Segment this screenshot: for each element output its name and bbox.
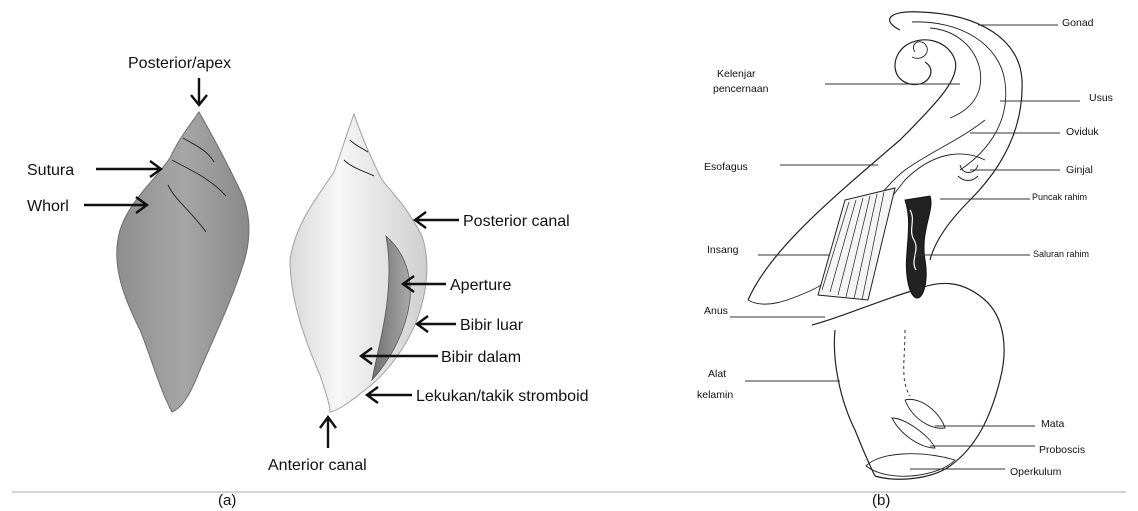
label-posterior-canal: Posterior canal — [463, 213, 570, 230]
label-mata: Mata — [1041, 418, 1065, 430]
label-sutura: Sutura — [27, 162, 74, 179]
label-bibir-dalam: Bibir dalam — [441, 349, 521, 366]
label-aperture: Aperture — [450, 277, 511, 294]
caption-b: (b) — [872, 492, 890, 509]
label-esofagus: Esofagus — [704, 161, 748, 173]
shell-ventral-view — [290, 114, 427, 412]
leaders-panel-b — [730, 25, 1080, 469]
label-alat-1: Alat — [708, 368, 726, 380]
label-oviduk: Oviduk — [1066, 126, 1099, 138]
label-ginjal: Ginjal — [1066, 164, 1093, 176]
label-anterior-canal: Anterior canal — [268, 457, 367, 474]
panel-b: Gonad Kelenjar pencernaan Usus Oviduk Es… — [697, 12, 1113, 509]
caption-a: (a) — [218, 492, 236, 509]
label-whorl: Whorl — [27, 198, 69, 215]
label-kelenjar-2: pencernaan — [713, 83, 769, 95]
label-kelenjar-1: Kelenjar — [717, 68, 756, 80]
label-lekukan: Lekukan/takik stromboid — [416, 388, 589, 405]
label-posterior-apex: Posterior/apex — [128, 55, 231, 72]
panel-a: Posterior/apex Sutura Whorl Posterior ca… — [27, 55, 589, 509]
label-puncak-rahim: Puncak rahim — [1032, 192, 1087, 202]
label-insang: Insang — [707, 244, 739, 256]
label-operkulum: Operkulum — [1010, 466, 1062, 478]
label-bibir-luar: Bibir luar — [460, 317, 524, 334]
label-usus: Usus — [1089, 92, 1113, 104]
label-alat-2: kelamin — [697, 389, 733, 401]
shell-dorsal-view — [117, 112, 249, 412]
label-proboscis: Proboscis — [1039, 444, 1085, 456]
conch-anatomy-drawing — [748, 12, 1022, 479]
label-saluran-rahim: Saluran rahim — [1033, 249, 1089, 259]
label-anus: Anus — [704, 305, 728, 317]
label-gonad: Gonad — [1062, 17, 1094, 29]
